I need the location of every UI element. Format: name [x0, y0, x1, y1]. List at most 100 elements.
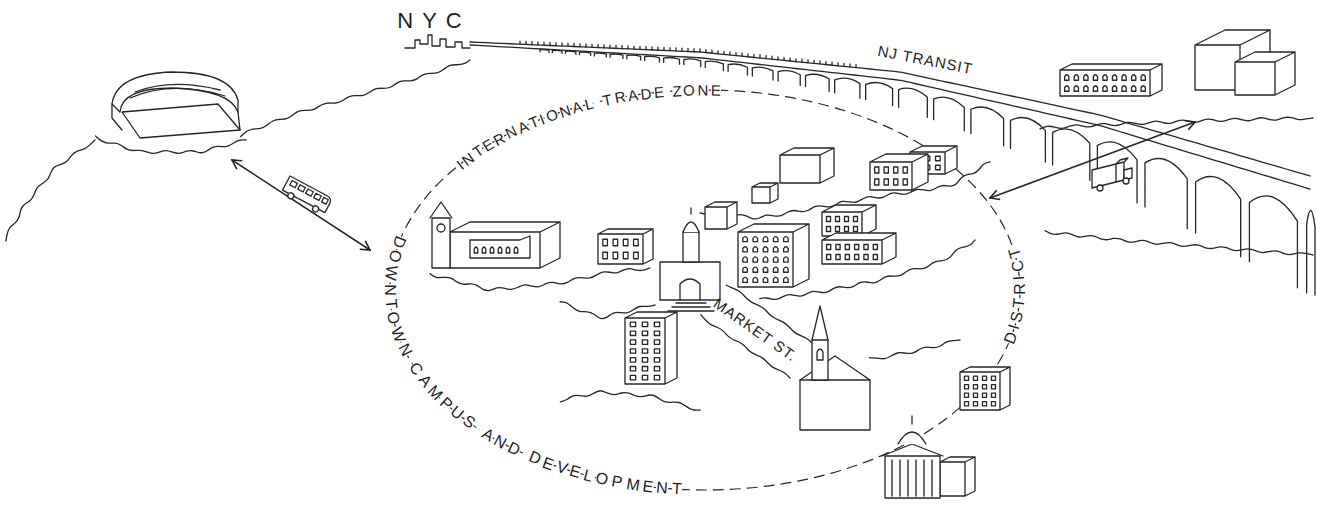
city-hall-tower: [683, 232, 699, 262]
travel-arrow: [990, 122, 1195, 198]
boundary-letter: T: [671, 481, 682, 498]
building-sketch: [1060, 64, 1162, 96]
boundary-letter: D: [390, 234, 409, 251]
boundary-letter: T: [382, 298, 399, 309]
window-marks: [1065, 75, 1146, 92]
boundary-letter: A: [570, 99, 584, 116]
ground-outline: [430, 268, 650, 291]
building-sketch: [940, 457, 975, 496]
window-marks: [630, 322, 659, 380]
church-roof: [800, 356, 870, 380]
boundary-letter: W: [388, 325, 408, 345]
boundary-letter: Z: [672, 83, 682, 98]
district-boundary: [390, 90, 1020, 490]
viaduct-railing: [520, 41, 856, 67]
boundary-letter: M: [625, 476, 641, 494]
boundary-letter: O: [594, 470, 610, 488]
terrain-line: [241, 60, 470, 137]
building-sketch: [960, 367, 1010, 410]
transit-label: NJ TRANSIT: [876, 43, 974, 78]
truck-wheel: [1097, 185, 1103, 191]
window-marks: [603, 239, 638, 259]
capitol-body: [885, 456, 940, 498]
building-sketch: [738, 224, 809, 287]
building-sketch: [705, 202, 737, 229]
district-label: DOWNTOWN CAMPUS AND DEVELOPMENT: [381, 233, 686, 498]
bus-wheel: [287, 192, 295, 200]
boundary-letter: N: [698, 82, 709, 97]
courtyard: [470, 236, 530, 258]
boundary-letter: L: [583, 96, 595, 113]
bus-wheel: [312, 205, 320, 213]
window-marks: [826, 217, 857, 232]
terrain-line: [96, 136, 246, 153]
viaduct-arches: [540, 50, 1315, 295]
boundary-letter: D: [1001, 330, 1020, 347]
boundary-letter: O: [385, 248, 404, 264]
steeple-window: [817, 349, 823, 360]
terrain-line: [1045, 231, 1313, 255]
bus-body: [282, 176, 332, 213]
terrain-line: [1040, 117, 1313, 129]
tower-clock: [437, 224, 445, 232]
truck-body: [1092, 158, 1128, 188]
boundary-letter: E: [541, 454, 556, 473]
boundary-letter: D: [639, 85, 652, 101]
building-sketch: [625, 312, 677, 384]
boundary-letter: E: [642, 478, 654, 495]
boundary-letter: R: [613, 89, 626, 106]
viaduct-deck: [470, 42, 1310, 176]
boundary-letter: E: [568, 463, 583, 481]
capitol-dome: [898, 432, 926, 444]
window-marks: [743, 237, 788, 283]
ground-outline: [870, 340, 960, 359]
boundary-letter: N: [656, 480, 669, 497]
boundary-letter: [594, 94, 601, 110]
boundary-letter: I: [1011, 275, 1027, 281]
boundary-letter: C: [1009, 259, 1027, 273]
boundary-letter: P: [610, 473, 623, 491]
stadium-rows: [130, 84, 225, 98]
skyline-sketch: [405, 35, 470, 48]
window-marks: [474, 247, 518, 253]
building-sketch: [752, 183, 778, 203]
boundary-letter: T: [601, 92, 613, 109]
bus-windows: [290, 181, 329, 205]
clock-tower: [432, 218, 450, 268]
boundary-letter: N: [382, 284, 398, 296]
ground-outline: [560, 391, 700, 410]
boundary-letter: S: [1008, 310, 1026, 324]
stadium-field: [122, 104, 240, 138]
boundary-letter: O: [384, 311, 402, 327]
boundary-letter: R: [1012, 284, 1028, 296]
church-body: [800, 380, 870, 430]
truck-wheel: [1123, 178, 1129, 184]
tower-roof: [430, 202, 452, 218]
boundary-letter: [665, 84, 670, 99]
dome-spire: [690, 208, 691, 214]
boundary-letter: N: [557, 102, 572, 120]
capitol-spire: [911, 416, 912, 424]
building-sketch: [822, 205, 876, 236]
district-label: DISTRICT: [1002, 244, 1029, 347]
building-sketch: [598, 229, 653, 264]
terrain-line: [6, 140, 95, 241]
boundary-letter: D: [505, 439, 522, 458]
city-hall-door: [680, 279, 700, 300]
building-sketch: [870, 154, 928, 190]
boundary-letter: O: [544, 106, 560, 124]
building-sketch: [450, 222, 560, 268]
zone-label: INTERNATIONAL TRADE ZONE: [451, 82, 725, 174]
capitol-columns: [892, 460, 932, 496]
building-sketch: [780, 148, 834, 183]
city-label: NYC: [397, 9, 470, 33]
capitol-pediment: [882, 444, 943, 456]
building-sketch: [1235, 52, 1295, 95]
bus-sketch: [281, 176, 333, 216]
boundary-letter: T: [1005, 246, 1023, 260]
boundary-letter: W: [382, 265, 400, 282]
truck-sketch: [1092, 158, 1132, 191]
window-marks: [827, 245, 878, 260]
